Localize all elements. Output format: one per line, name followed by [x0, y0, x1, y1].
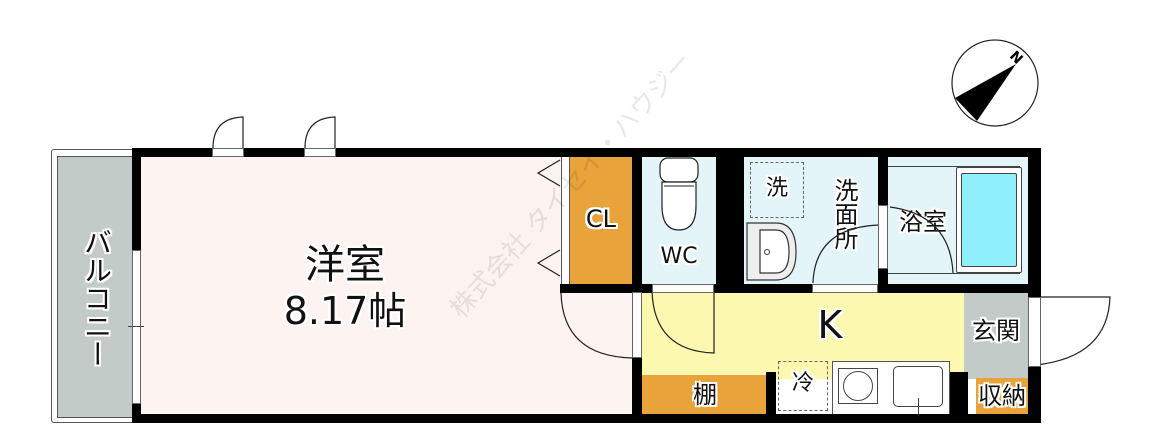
balcony-door-divider: [128, 326, 144, 327]
western-room-name: 洋室: [305, 242, 385, 288]
toilet-label: WC: [660, 244, 698, 269]
balcony: [57, 156, 135, 418]
western-room-size: 8.17帖: [283, 289, 407, 333]
bathtub-water: [961, 173, 1017, 267]
sink-icon: [746, 222, 797, 281]
window-swing-2: [304, 116, 336, 149]
kitchen-label: K: [817, 303, 843, 347]
closet: [570, 156, 632, 284]
bathroom-door-swing: [889, 206, 954, 274]
balcony-label: バルコニー: [80, 228, 113, 368]
storage-label: 収納: [978, 382, 1026, 410]
wall-counter-right: [950, 372, 968, 417]
stove[interactable]: [838, 368, 878, 404]
western-door[interactable]: [632, 292, 642, 358]
western-room: [140, 156, 640, 414]
wc-door[interactable]: [652, 284, 714, 293]
entrance: [964, 291, 1028, 379]
kitchen-door-swing: [651, 290, 715, 354]
entrance-label: 玄関: [972, 317, 1020, 345]
closet-fold-door-icon: [536, 159, 561, 277]
burner-icon: [843, 371, 873, 401]
window-swing-1: [212, 116, 244, 149]
wall-cl-wc: [632, 148, 642, 288]
western-door-swing: [560, 292, 633, 359]
closet-label: CL: [585, 205, 617, 233]
top-window-2[interactable]: [304, 148, 336, 157]
compass-icon: [951, 39, 1039, 127]
bathroom-door[interactable]: [878, 205, 888, 269]
wall-top: [132, 148, 1041, 157]
wall-shelf: [766, 372, 776, 417]
wall-bottom: [132, 414, 1041, 423]
storage: [976, 378, 1028, 414]
closet-door[interactable]: [561, 156, 570, 284]
wall-wc-wash: [716, 148, 744, 288]
shelf-label: 棚: [693, 381, 717, 409]
fridge-space: [778, 361, 828, 411]
faucet-icon: [918, 398, 919, 415]
top-window-1[interactable]: [212, 148, 244, 157]
compass: N: [950, 38, 1040, 128]
shelf: [642, 375, 766, 415]
washroom-door[interactable]: [812, 284, 878, 293]
balcony-sliding-door[interactable]: [132, 250, 141, 404]
washer-label: 洗: [765, 176, 788, 201]
washer-space: [750, 162, 804, 218]
entrance-door[interactable]: [1028, 297, 1041, 367]
wall-mid: [560, 284, 1040, 293]
fridge-label: 冷: [791, 371, 814, 396]
bathroom-label: 浴室: [899, 208, 947, 236]
toilet-icon: [659, 157, 699, 231]
entrance-door-swing: [1035, 296, 1111, 366]
washroom-door-swing: [812, 224, 881, 284]
